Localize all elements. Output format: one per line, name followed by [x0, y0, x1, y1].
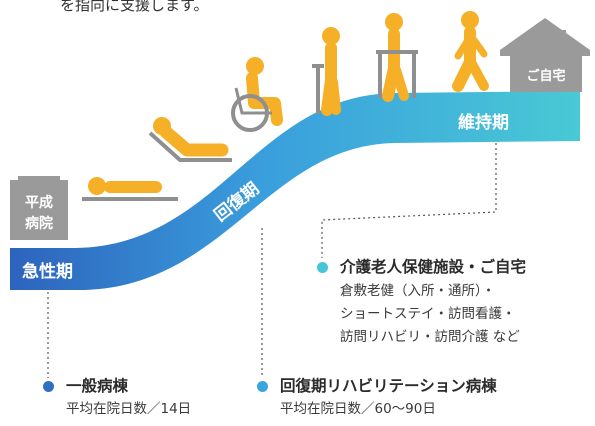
walking-figure-icon	[452, 11, 489, 92]
recovery-curve-band	[10, 91, 580, 291]
hospital-name-line2: 病院	[25, 215, 53, 232]
stage-label-maintenance: 維持期	[458, 112, 509, 133]
care-facility-bullet-icon	[317, 262, 328, 273]
wheelchair-figure-icon	[231, 57, 283, 132]
care-facility-detail-line1: 倉敷老健（入所・通所）・	[340, 283, 496, 299]
stage-label-acute: 急性期	[22, 261, 73, 282]
care-facility-title: 介護老人保健施設・ご自宅	[340, 258, 527, 276]
leader-line-care	[321, 143, 497, 258]
patient-reclining-figure-icon	[148, 117, 232, 162]
walking-stick-figure-icon	[312, 27, 341, 116]
general-ward-detail: 平均在院日数／14日	[66, 401, 192, 417]
parallel-bars-figure-icon	[376, 13, 418, 102]
home-label: ご自宅	[526, 68, 565, 84]
patient-lying-figure-icon	[82, 177, 178, 201]
hospital-name-line1: 平成	[25, 194, 53, 211]
recovery-ward-detail: 平均在院日数／60〜90日	[280, 401, 436, 417]
recovery-ward-title: 回復期リハビリテーション病棟	[280, 377, 497, 395]
general-ward-bullet-icon	[43, 381, 54, 392]
care-facility-detail-line3: 訪問リハビリ・訪問介護 など	[340, 329, 520, 345]
hospital-building-icon: 平成 病院	[10, 176, 68, 240]
recovery-ward-bullet-icon	[257, 381, 268, 392]
care-facility-detail-line2: ショートステイ・訪問看護・	[340, 306, 516, 322]
general-ward-title: 一般病棟	[66, 377, 129, 395]
intro-text: を指向に支援します。	[60, 0, 209, 14]
home-house-icon: ご自宅	[500, 18, 590, 92]
